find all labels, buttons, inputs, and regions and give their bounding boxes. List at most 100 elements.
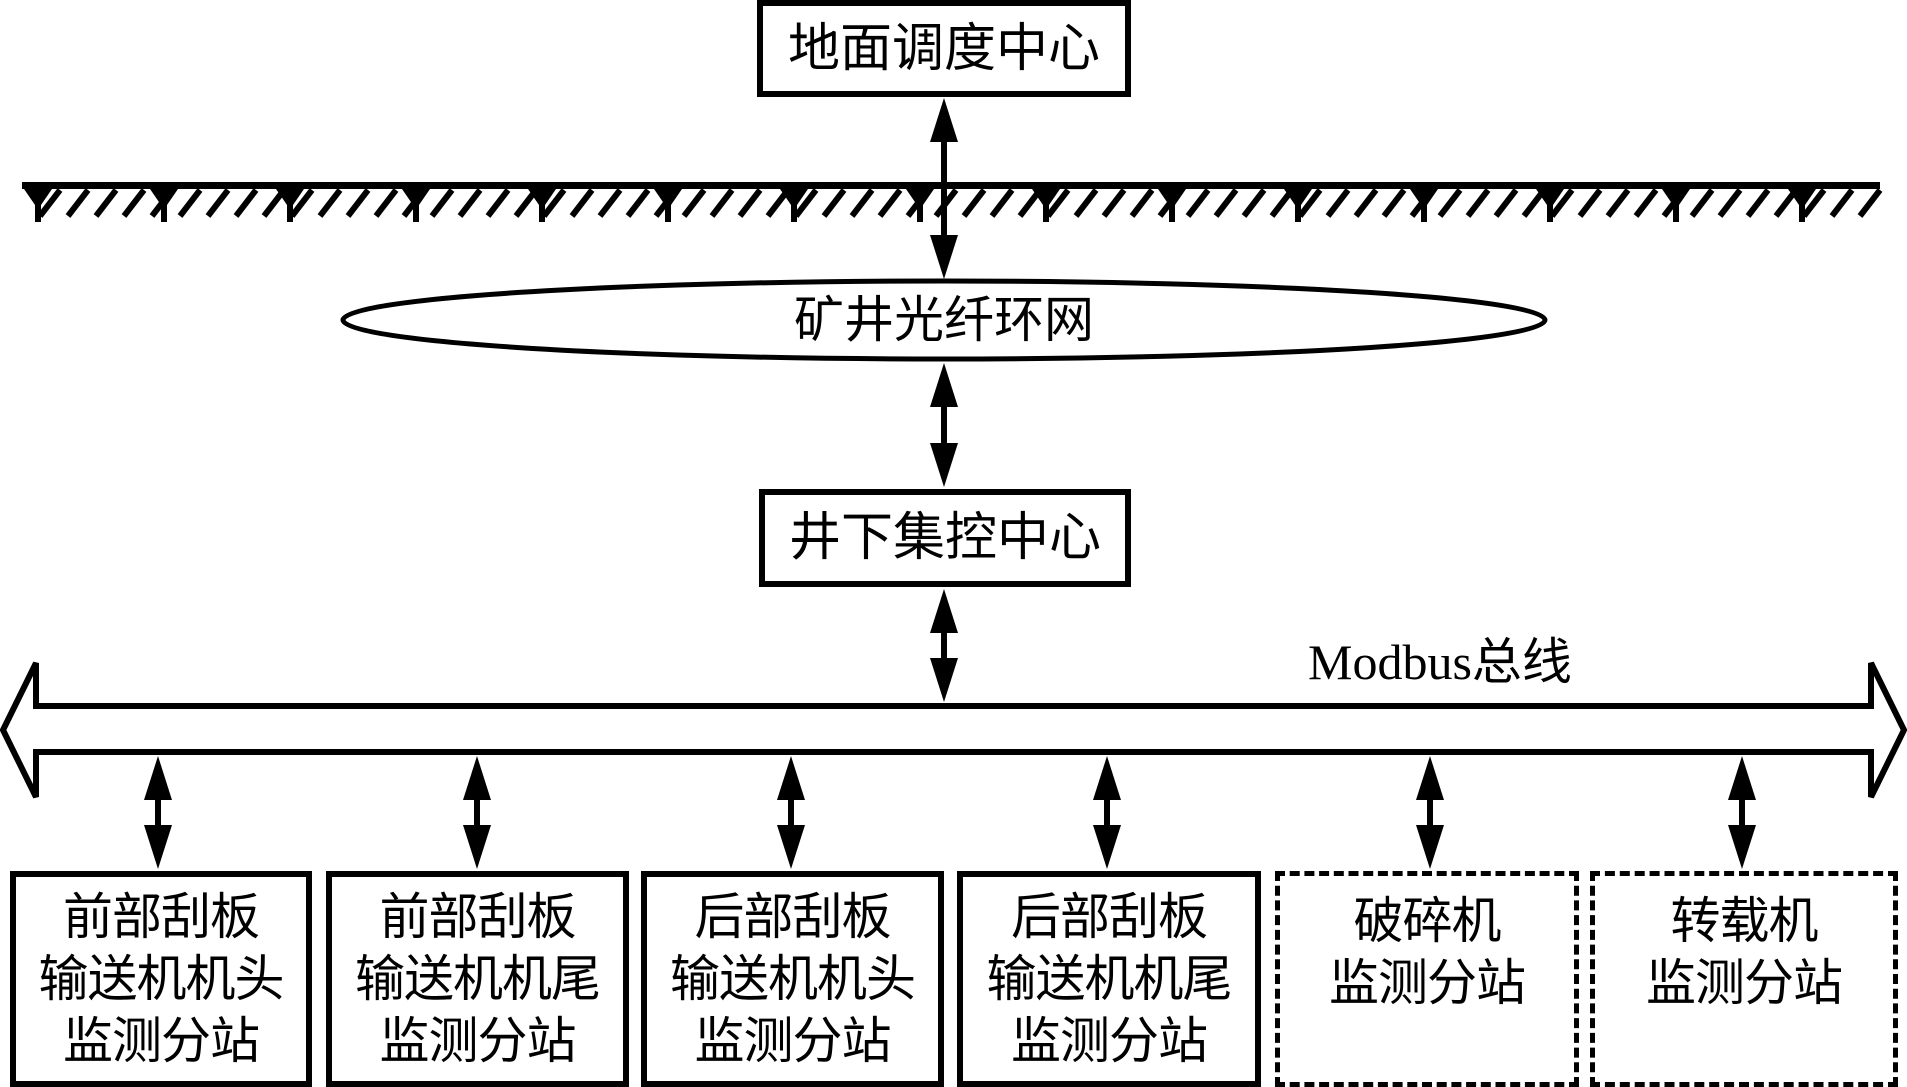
hatch-stroke bbox=[1325, 188, 1351, 218]
underground-control-center-box: 井下集控中心 bbox=[759, 489, 1131, 587]
ground-anchor-mark bbox=[1032, 189, 1060, 222]
station-label: 前部刮板 输送机机头 监测分站 bbox=[38, 888, 285, 1070]
hatch-stroke bbox=[597, 188, 623, 218]
arrowhead-down-icon bbox=[1416, 825, 1444, 869]
fiber-ring-ellipse bbox=[340, 278, 1548, 362]
hatch-stroke bbox=[233, 188, 259, 218]
arrow-ring-to-underground bbox=[930, 363, 958, 487]
arrowhead-down-icon bbox=[1728, 825, 1756, 869]
hatch-stroke bbox=[1801, 188, 1827, 218]
station-box: 后部刮板 输送机机尾 监测分站 bbox=[957, 871, 1261, 1087]
ground-anchor-mark bbox=[528, 189, 556, 222]
hatch-stroke bbox=[65, 188, 91, 218]
arrowhead-up-icon bbox=[777, 756, 805, 800]
station-label: 破碎机 监测分站 bbox=[1329, 892, 1526, 1012]
hatch-stroke bbox=[1381, 188, 1407, 218]
ground-anchor-mark bbox=[1284, 189, 1312, 222]
arrowhead-up-icon bbox=[1728, 756, 1756, 800]
hatch-stroke bbox=[457, 188, 483, 218]
ground-anchor-mark bbox=[1536, 189, 1564, 222]
hatch-stroke bbox=[1437, 188, 1463, 218]
ground-anchor-mark bbox=[654, 189, 682, 222]
hatch-stroke bbox=[37, 188, 63, 218]
arrowhead-up-icon bbox=[930, 589, 958, 633]
hatch-stroke bbox=[1717, 188, 1743, 218]
arrowhead-up-icon bbox=[930, 363, 958, 407]
hatch-stroke bbox=[1605, 188, 1631, 218]
ground-anchor-mark bbox=[402, 189, 430, 222]
hatch-stroke bbox=[205, 188, 231, 218]
hatch-stroke bbox=[1101, 188, 1127, 218]
hatch-stroke bbox=[1577, 188, 1603, 218]
station-label: 转载机 监测分站 bbox=[1646, 892, 1843, 1012]
hatch-stroke bbox=[681, 188, 707, 218]
arrowhead-down-icon bbox=[930, 235, 958, 279]
station-label: 前部刮板 输送机机尾 监测分站 bbox=[355, 888, 601, 1070]
hatch-stroke bbox=[485, 188, 511, 218]
arrowhead-down-icon bbox=[930, 658, 958, 702]
ground-anchor-mark bbox=[1158, 189, 1186, 222]
ground-surface-line bbox=[22, 182, 1883, 222]
hatch-stroke bbox=[1073, 188, 1099, 218]
hatch-stroke bbox=[737, 188, 763, 218]
arrowhead-down-icon bbox=[463, 825, 491, 869]
hatch-stroke bbox=[877, 188, 903, 218]
hatch-stroke bbox=[289, 188, 315, 218]
hatch-stroke bbox=[1213, 188, 1239, 218]
station-connector-arrows bbox=[144, 756, 1756, 869]
modbus-bus-arrow bbox=[0, 661, 1907, 799]
hatch-stroke bbox=[569, 188, 595, 218]
hatch-stroke bbox=[1129, 188, 1155, 218]
hatch-stroke bbox=[1297, 188, 1323, 218]
hatch-stroke bbox=[709, 188, 735, 218]
hatch-stroke bbox=[345, 188, 371, 218]
hatch-stroke bbox=[989, 188, 1015, 218]
ground-anchor-mark bbox=[780, 189, 808, 222]
hatch-stroke bbox=[93, 188, 119, 218]
hatch-stroke bbox=[1465, 188, 1491, 218]
arrowhead-up-icon bbox=[1093, 756, 1121, 800]
arrowhead-down-icon bbox=[930, 443, 958, 487]
hatch-stroke bbox=[1045, 188, 1071, 218]
hatch-stroke bbox=[1549, 188, 1575, 218]
ground-anchor-mark bbox=[276, 189, 304, 222]
arrow-bus-to-station bbox=[777, 756, 805, 869]
hatch-stroke bbox=[1353, 188, 1379, 218]
station-label: 后部刮板 输送机机头 监测分站 bbox=[670, 888, 916, 1070]
station-box: 前部刮板 输送机机尾 监测分站 bbox=[326, 871, 629, 1087]
ground-anchor-mark bbox=[24, 189, 52, 222]
arrow-bus-to-station bbox=[144, 756, 172, 869]
hatch-stroke bbox=[1185, 188, 1211, 218]
hatch-stroke bbox=[1829, 188, 1855, 218]
ground-hatching bbox=[24, 188, 1883, 222]
station-label: 后部刮板 输送机机尾 监测分站 bbox=[986, 888, 1233, 1070]
hatch-stroke bbox=[1745, 188, 1771, 218]
hatch-stroke bbox=[1857, 188, 1883, 218]
ground-anchor-mark bbox=[1410, 189, 1438, 222]
hatch-stroke bbox=[373, 188, 399, 218]
station-box: 后部刮板 输送机机头 监测分站 bbox=[641, 871, 944, 1087]
fiber-ring-label: 矿井光纤环网 bbox=[794, 291, 1094, 349]
hatch-stroke bbox=[177, 188, 203, 218]
arrowhead-down-icon bbox=[1093, 825, 1121, 869]
station-box-optional: 转载机 监测分站 bbox=[1590, 871, 1898, 1087]
arrow-underground-to-bus bbox=[930, 589, 958, 702]
arrowhead-up-icon bbox=[463, 756, 491, 800]
ground-anchor-mark bbox=[1662, 189, 1690, 222]
ground-anchor-mark bbox=[906, 189, 934, 222]
hatch-stroke bbox=[821, 188, 847, 218]
arrow-surface-to-ring bbox=[930, 98, 958, 279]
arrowhead-up-icon bbox=[930, 98, 958, 142]
hatch-stroke bbox=[317, 188, 343, 218]
hatch-stroke bbox=[961, 188, 987, 218]
hatch-stroke bbox=[793, 188, 819, 218]
arrowhead-up-icon bbox=[144, 756, 172, 800]
hatch-stroke bbox=[849, 188, 875, 218]
underground-control-center-label: 井下集控中心 bbox=[788, 508, 1101, 568]
modbus-bus-label: Modbus总线 bbox=[1308, 634, 1572, 690]
hatch-stroke bbox=[1493, 188, 1519, 218]
hatch-stroke bbox=[625, 188, 651, 218]
arrow-bus-to-station bbox=[463, 756, 491, 869]
arrowhead-down-icon bbox=[144, 825, 172, 869]
